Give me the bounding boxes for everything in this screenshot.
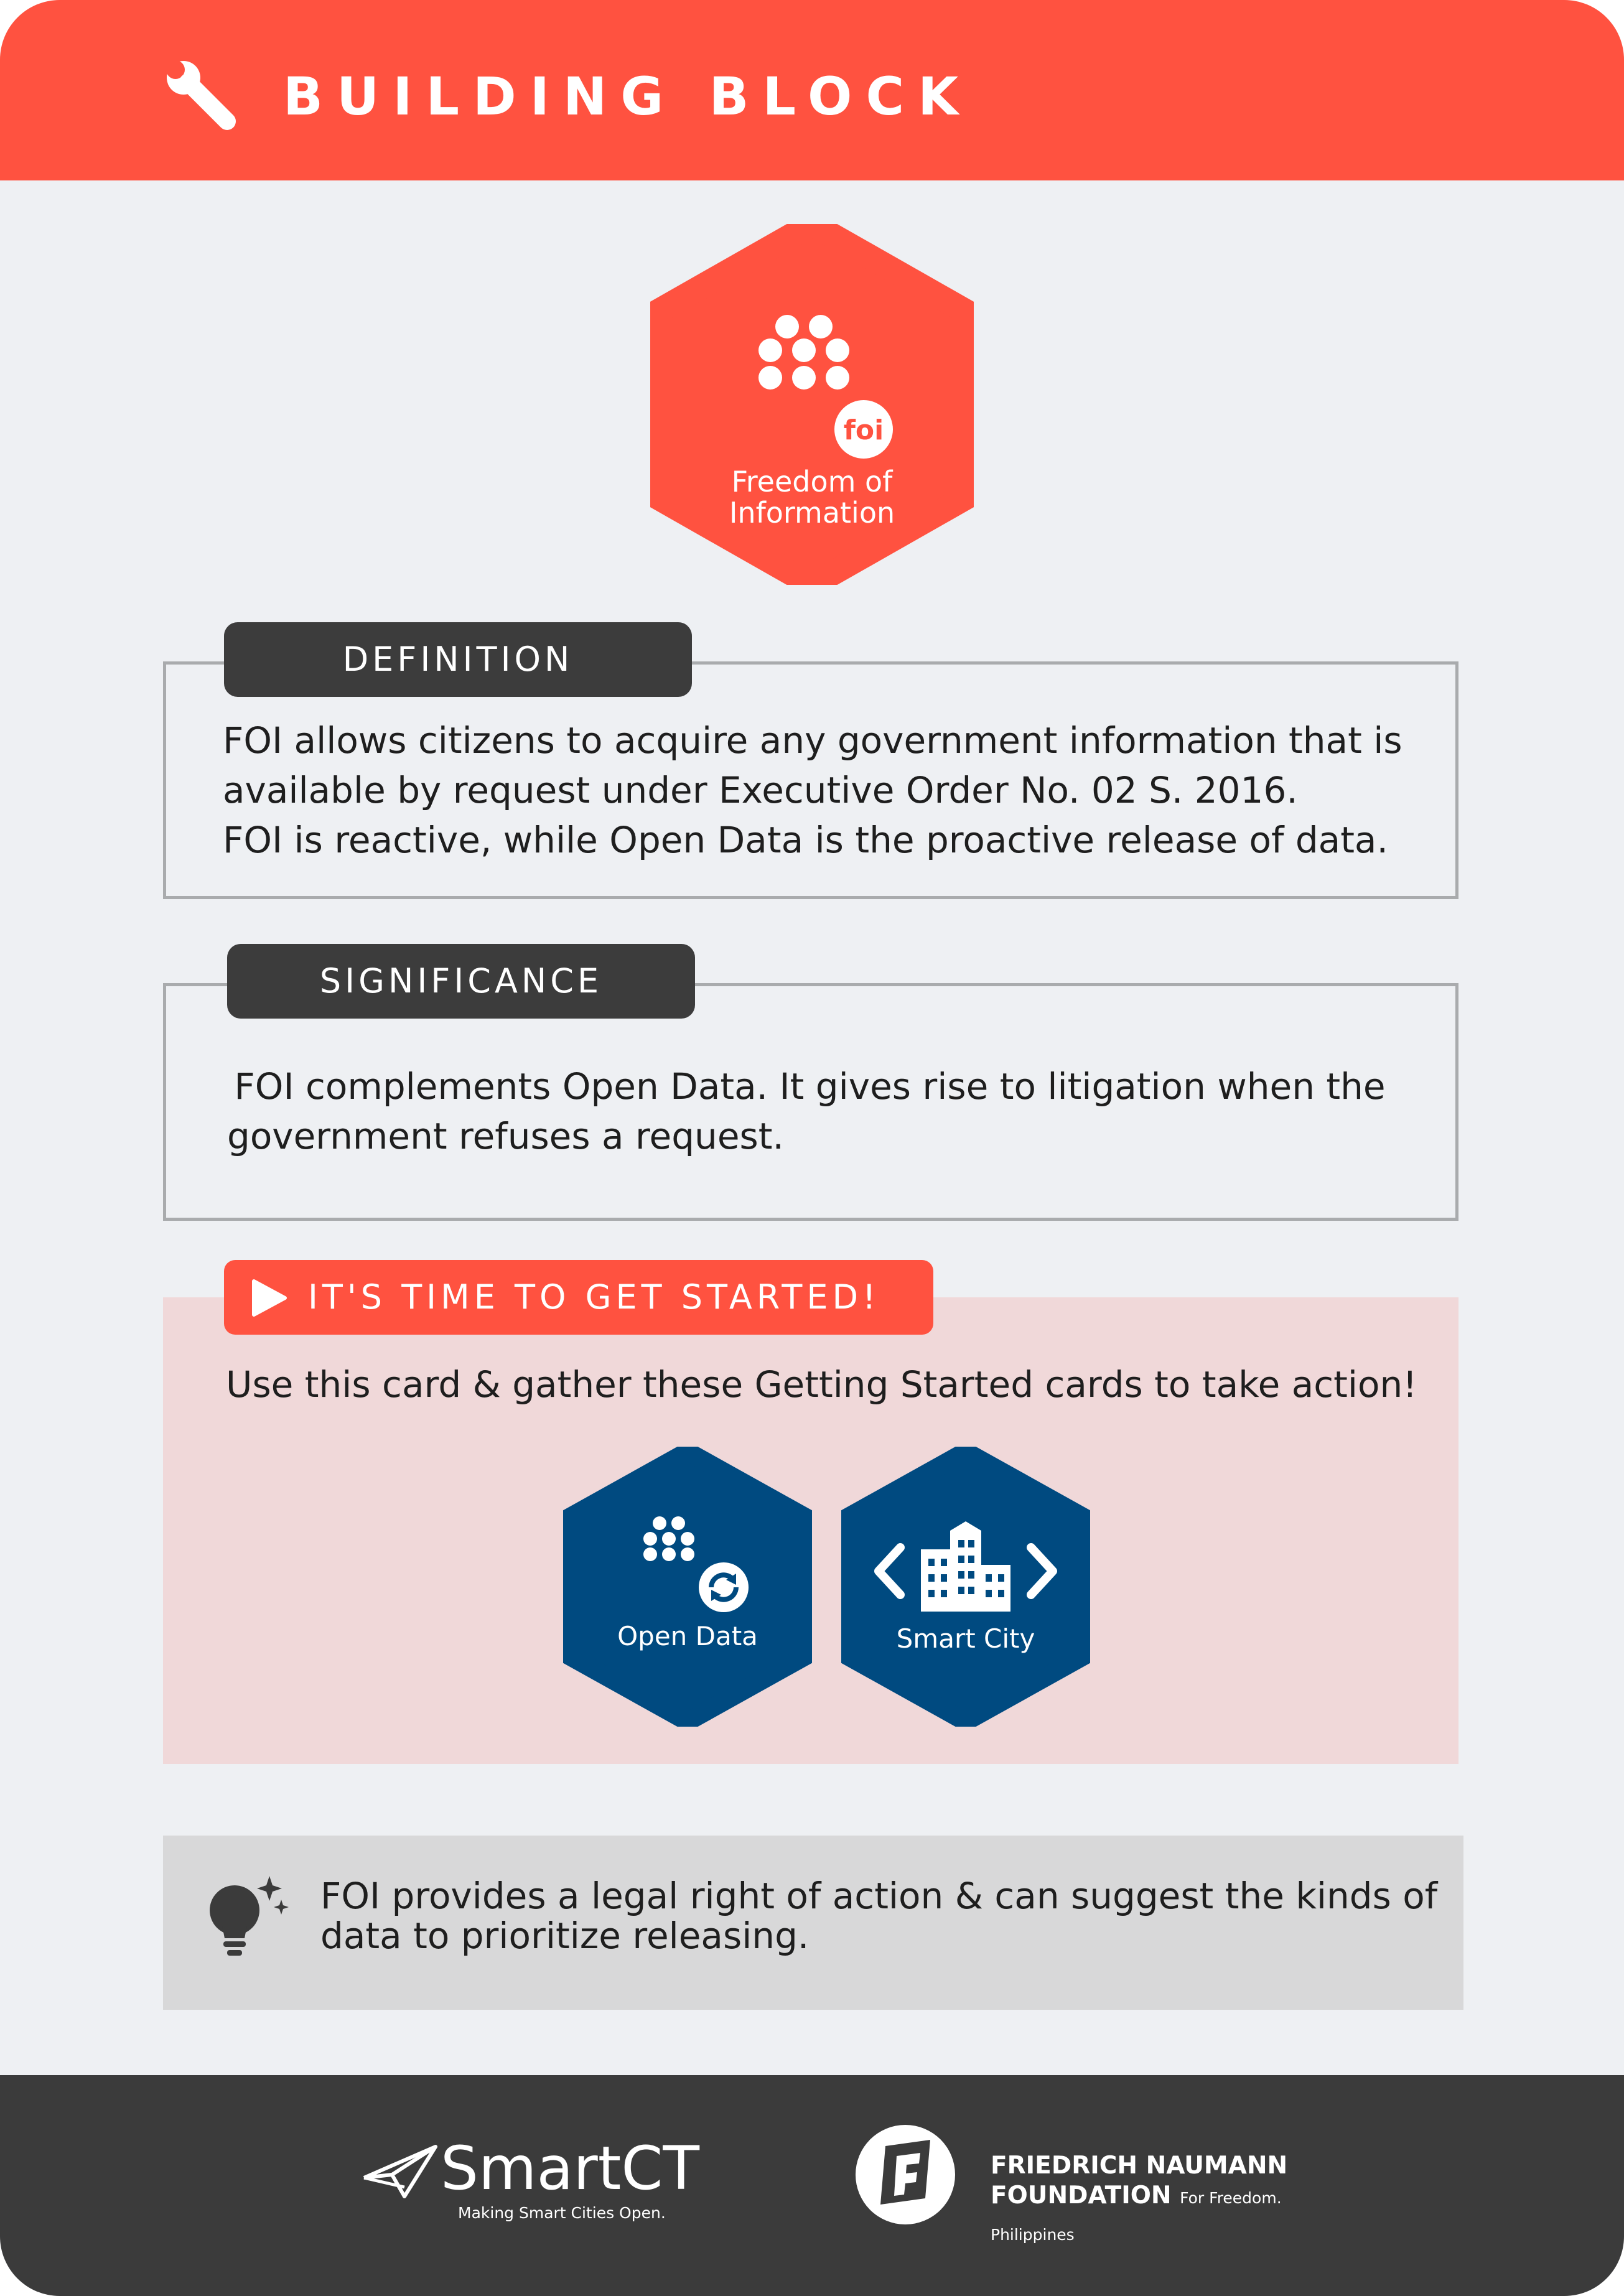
definition-line-3: FOI is reactive, while Open Data is the … xyxy=(223,819,1388,861)
smart-city-icon xyxy=(874,1521,1057,1612)
tip-line-2: data to prioritize releasing. xyxy=(320,1915,810,1957)
fnf-name: FRIEDRICH NAUMANN FOUNDATION For Freedom… xyxy=(991,2151,1287,2213)
foi-hexagon-badge: foi xyxy=(650,224,974,585)
foi-badge-text: foi xyxy=(844,414,884,446)
fnf-tagline: For Freedom. xyxy=(1180,2189,1282,2207)
page-title: BUILDING BLOCK xyxy=(283,66,973,127)
open-data-label: Open Data xyxy=(617,1621,758,1651)
definition-label: DEFINITION xyxy=(224,622,692,697)
significance-line-1: FOI complements Open Data. It gives rise… xyxy=(223,1065,1386,1108)
smartct-logo-icon xyxy=(363,2145,437,2198)
definition-line-1: FOI allows citizens to acquire any gover… xyxy=(223,719,1402,762)
significance-label: SIGNIFICANCE xyxy=(227,944,695,1019)
open-data-card[interactable] xyxy=(563,1447,812,1727)
significance-box xyxy=(163,983,1458,1221)
smartct-tagline: Making Smart Cities Open. xyxy=(458,2204,666,2222)
fnf-name-line1: FRIEDRICH NAUMANN xyxy=(991,2152,1288,2180)
tip-line-1: FOI provides a legal right of action & c… xyxy=(320,1875,1438,1917)
play-icon xyxy=(252,1279,287,1317)
definition-line-2: available by request under Executive Ord… xyxy=(223,769,1298,811)
fnf-name-line2-row: FOUNDATION For Freedom. xyxy=(991,2181,1287,2213)
significance-line-2: government refuses a request. xyxy=(227,1115,784,1157)
get-started-tab xyxy=(224,1260,933,1335)
footer xyxy=(0,2075,1624,2296)
fnf-country: Philippines xyxy=(991,2226,1075,2244)
hero-title-line2: Information xyxy=(729,496,895,530)
definition-box xyxy=(163,661,1458,899)
data-dots-icon xyxy=(758,315,893,459)
smart-city-label: Smart City xyxy=(896,1623,1035,1654)
smart-city-card[interactable] xyxy=(841,1447,1090,1727)
tip-panel xyxy=(163,1836,1463,2010)
get-started-label: IT'S TIME TO GET STARTED! xyxy=(308,1277,880,1317)
wrench-icon xyxy=(163,57,236,130)
fnf-logo-icon xyxy=(856,2125,955,2224)
fnf-name-line2: FOUNDATION xyxy=(991,2182,1172,2210)
lightbulb-icon xyxy=(210,1876,289,1956)
hero-title-line1: Freedom of xyxy=(731,465,893,498)
header-bar xyxy=(0,0,1624,180)
smartct-name: SmartCT xyxy=(441,2134,700,2203)
get-started-description: Use this card & gather these Getting Sta… xyxy=(226,1363,1417,1406)
